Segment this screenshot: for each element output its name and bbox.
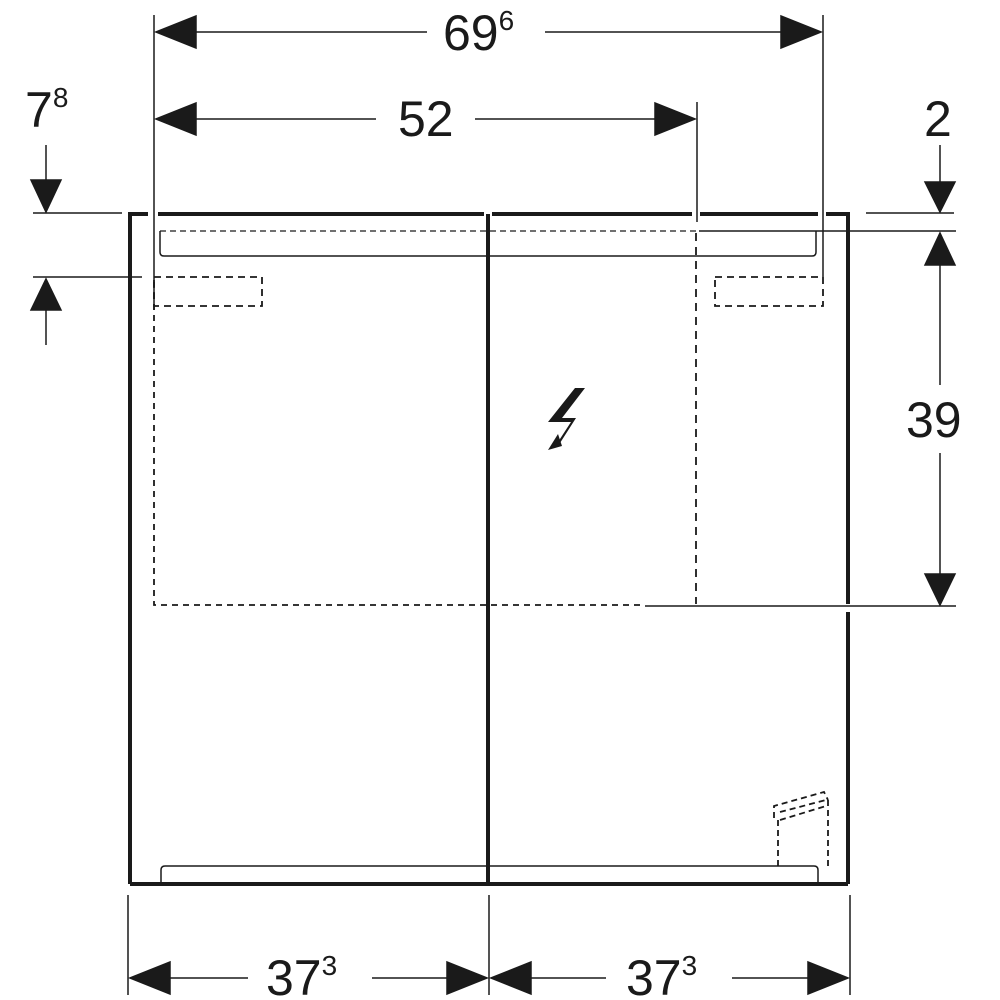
dimension-lines <box>29 14 957 996</box>
socket-outlet-icon <box>773 790 829 866</box>
cabinet-outline <box>128 212 148 884</box>
hidden-compartment <box>153 282 645 606</box>
dim-right-height: 39 <box>906 392 962 448</box>
dimension-labels: 696 52 78 2 39 373 373 <box>25 5 962 1000</box>
right-hidden-box <box>714 276 824 307</box>
cabinet-body <box>128 212 850 886</box>
dim-inner-width: 52 <box>398 91 454 147</box>
dim-right-top-offset: 2 <box>924 91 952 147</box>
electrical-connection-icon <box>548 388 585 450</box>
bottom-light-strip <box>160 865 819 884</box>
dim-bottom-left-width: 373 <box>266 950 337 1000</box>
dim-overall-width: 696 <box>443 5 514 61</box>
dim-bottom-right-width: 373 <box>626 950 697 1000</box>
left-hidden-box <box>153 276 263 307</box>
top-light-strip <box>159 231 817 257</box>
dim-left-top-offset: 78 <box>25 82 68 138</box>
